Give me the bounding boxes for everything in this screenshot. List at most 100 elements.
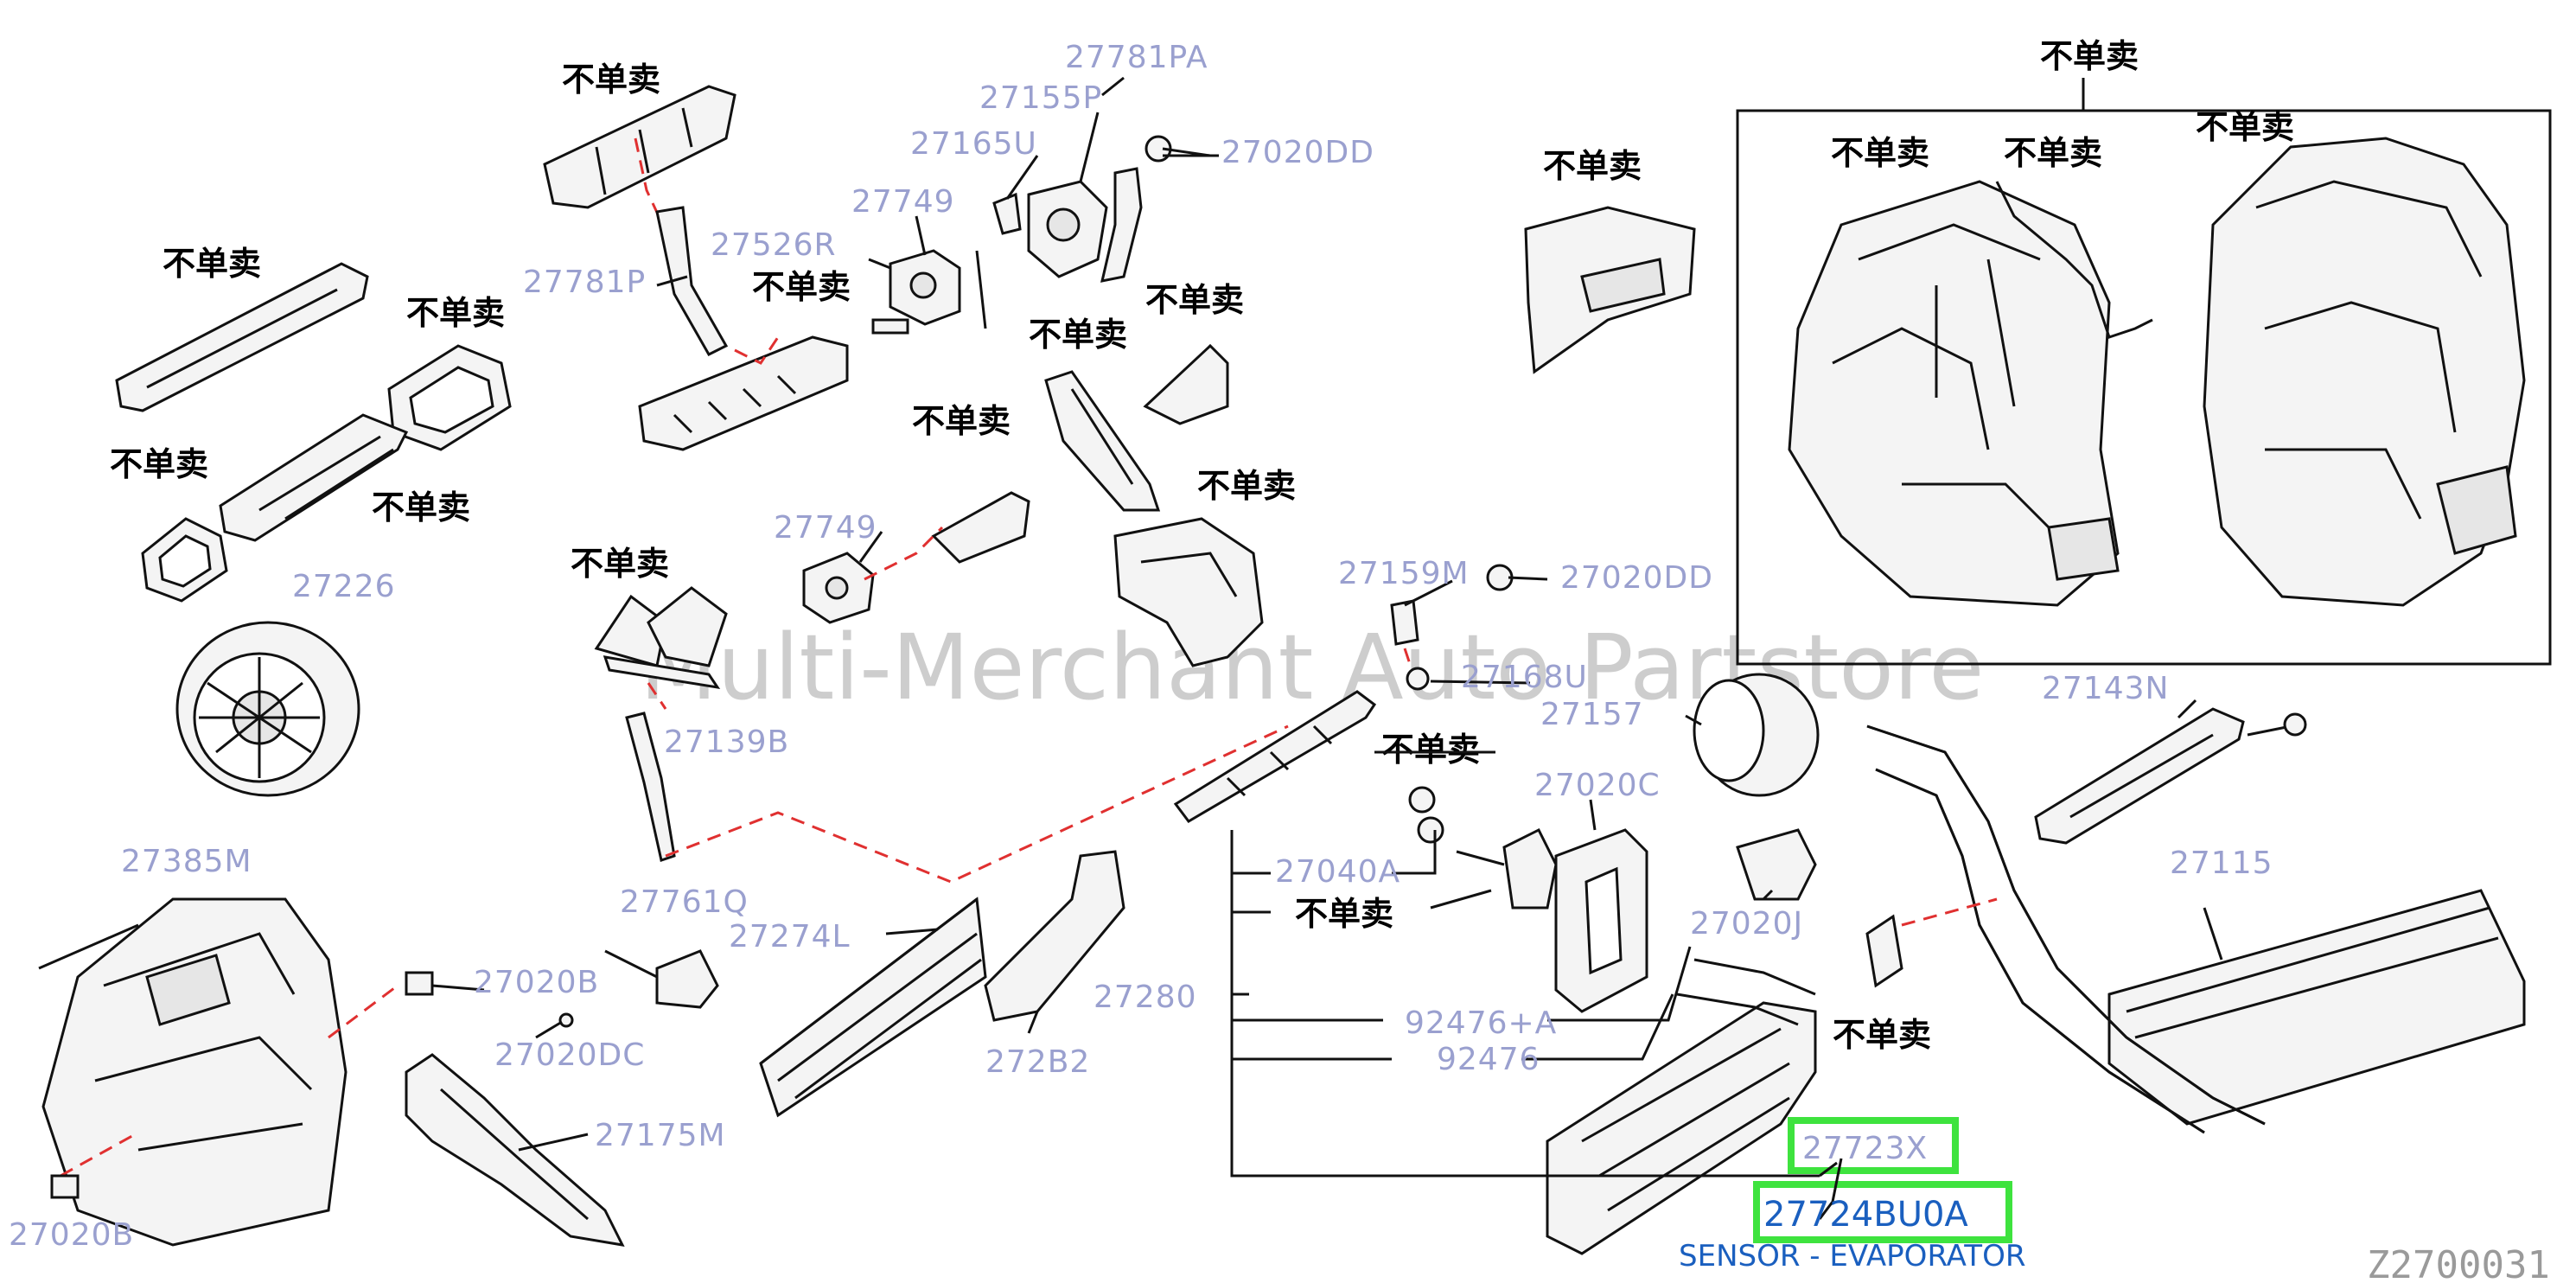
blower-fan-27226 xyxy=(175,621,360,797)
heater-core-27115 xyxy=(1866,724,2526,1134)
part-number[interactable]: 27526R xyxy=(711,227,837,263)
actuator-27749-top xyxy=(871,249,961,335)
expansion-valve xyxy=(1408,786,1558,910)
heater-27143n xyxy=(2034,707,2307,845)
part-number[interactable]: 27781P xyxy=(523,265,646,300)
part-number[interactable]: 27139B xyxy=(664,724,789,760)
part-number[interactable]: 27175M xyxy=(595,1118,726,1153)
pipe-bracket-27020j xyxy=(1736,828,1817,901)
part-number[interactable]: 27143N xyxy=(2042,671,2169,706)
highlighted-part-caption: SENSOR - EVAPORATOR xyxy=(1679,1239,2025,1273)
clip-27168u xyxy=(1406,667,1430,691)
part-number[interactable]: 27165U xyxy=(910,126,1037,162)
part-number[interactable]: 27020DC xyxy=(494,1037,645,1073)
not-sold-label: 不单卖 xyxy=(1381,731,1480,769)
part-number[interactable]: 27115 xyxy=(2170,846,2273,881)
not-sold-label: 不单卖 xyxy=(1145,281,1244,319)
part-number[interactable]: 27749 xyxy=(851,184,955,220)
not-sold-label: 不单卖 xyxy=(110,445,208,483)
filter-frame-large xyxy=(115,262,369,412)
part-number[interactable]: 27781PA xyxy=(1065,40,1208,75)
link-27165u xyxy=(992,192,1022,235)
clamp xyxy=(1865,914,1903,988)
motor-27157 xyxy=(1693,673,1820,797)
part-number[interactable]: 27749 xyxy=(774,510,877,546)
clip-27020b xyxy=(405,971,434,996)
not-sold-label: 不单卖 xyxy=(912,402,1011,440)
not-sold-label: 不单卖 xyxy=(1543,147,1642,185)
air-mix-door xyxy=(638,335,849,451)
part-number[interactable]: 27155P xyxy=(979,80,1102,116)
defrost-nozzle xyxy=(1044,370,1161,512)
not-sold-label: 不单卖 xyxy=(2196,108,2294,146)
part-number[interactable]: 27040A xyxy=(1275,854,1400,890)
highlighted-part-number[interactable]: 27724BU0A xyxy=(1763,1195,1968,1235)
not-sold-label: 不单卖 xyxy=(372,488,470,527)
wire-part xyxy=(1995,181,2153,339)
filter-element xyxy=(219,413,409,542)
duct-piece-middle xyxy=(931,491,1030,564)
seal-27139b xyxy=(625,712,676,862)
not-sold-label: 不单卖 xyxy=(163,245,261,283)
screw-27020dd-top xyxy=(1145,135,1211,163)
part-number[interactable]: 27020C xyxy=(1534,768,1661,803)
floor-duct xyxy=(1113,517,1264,667)
duct-27175m xyxy=(405,1053,625,1247)
not-sold-label: 不单卖 xyxy=(1831,134,1929,172)
part-number[interactable]: 27020B xyxy=(9,1217,134,1253)
vent-doors-pair xyxy=(594,586,728,690)
actuator-27749-mid xyxy=(802,552,875,624)
filter-seal-ring xyxy=(387,344,512,451)
actuator-27155p xyxy=(1027,180,1108,278)
not-sold-label: 不单卖 xyxy=(406,294,505,332)
duct-272b2 xyxy=(984,850,1125,1022)
part-number-27723x[interactable]: 27723X xyxy=(1802,1131,1928,1166)
part-number[interactable]: 27157 xyxy=(1540,697,1644,732)
duct-bracket xyxy=(1524,206,1696,374)
insulator-27020c xyxy=(1554,828,1648,1013)
highlight-box-27723x[interactable] xyxy=(1788,1117,1959,1174)
assembly-frame xyxy=(1736,109,2552,666)
highlight-box-27724bu0a[interactable] xyxy=(1753,1181,2012,1243)
part-number[interactable]: 27274L xyxy=(729,919,851,954)
hvac-housing-right xyxy=(2203,137,2526,607)
part-number[interactable]: 27020B xyxy=(474,965,599,1000)
filter-seal-small xyxy=(141,517,228,603)
lever-27781pa xyxy=(1100,167,1143,283)
link-27781p xyxy=(655,206,729,356)
diagram-code: Z2700031 xyxy=(2367,1243,2550,1283)
part-number[interactable]: 27159M xyxy=(1338,556,1470,591)
part-number[interactable]: 92476 xyxy=(1437,1042,1540,1077)
not-sold-label: 不单卖 xyxy=(1833,1016,1931,1054)
part-number[interactable]: 27020DD xyxy=(1221,135,1374,170)
hvac-case-27385m xyxy=(41,897,348,1247)
part-number[interactable]: 272B2 xyxy=(985,1044,1090,1080)
not-sold-label: 不单卖 xyxy=(562,61,660,99)
clip-27020b-lower xyxy=(50,1174,80,1199)
evaporator xyxy=(1546,958,1817,1255)
duct-piece-upper xyxy=(1143,343,1229,425)
part-number[interactable]: 27020DD xyxy=(1560,560,1713,596)
part-number[interactable]: 92476+A xyxy=(1405,1005,1557,1041)
link-27159m xyxy=(1390,564,1548,646)
evaporator-sensor[interactable] xyxy=(1818,1158,1843,1220)
not-sold-label: 不单卖 xyxy=(752,268,851,306)
part-number[interactable]: 27761Q xyxy=(620,884,749,920)
not-sold-label: 不单卖 xyxy=(1029,316,1127,354)
part-number[interactable]: 27385M xyxy=(121,844,252,879)
part-number[interactable]: 27168U xyxy=(1461,660,1588,695)
part-number[interactable]: 27280 xyxy=(1094,980,1197,1015)
not-sold-label: 不单卖 xyxy=(1295,895,1393,933)
mode-door xyxy=(543,85,736,209)
part-number[interactable]: 27020J xyxy=(1690,906,1803,942)
long-door-bar xyxy=(1173,690,1377,823)
resistor-27761q xyxy=(655,949,719,1009)
hvac-housing-left xyxy=(1788,180,2120,607)
part-number[interactable]: 27226 xyxy=(292,569,396,604)
not-sold-label: 不单卖 xyxy=(571,545,669,583)
not-sold-label: 不单卖 xyxy=(2040,37,2139,75)
not-sold-label: 不单卖 xyxy=(2004,134,2102,172)
not-sold-label: 不单卖 xyxy=(1197,467,1296,505)
cabin-filter-27274l xyxy=(759,897,987,1118)
